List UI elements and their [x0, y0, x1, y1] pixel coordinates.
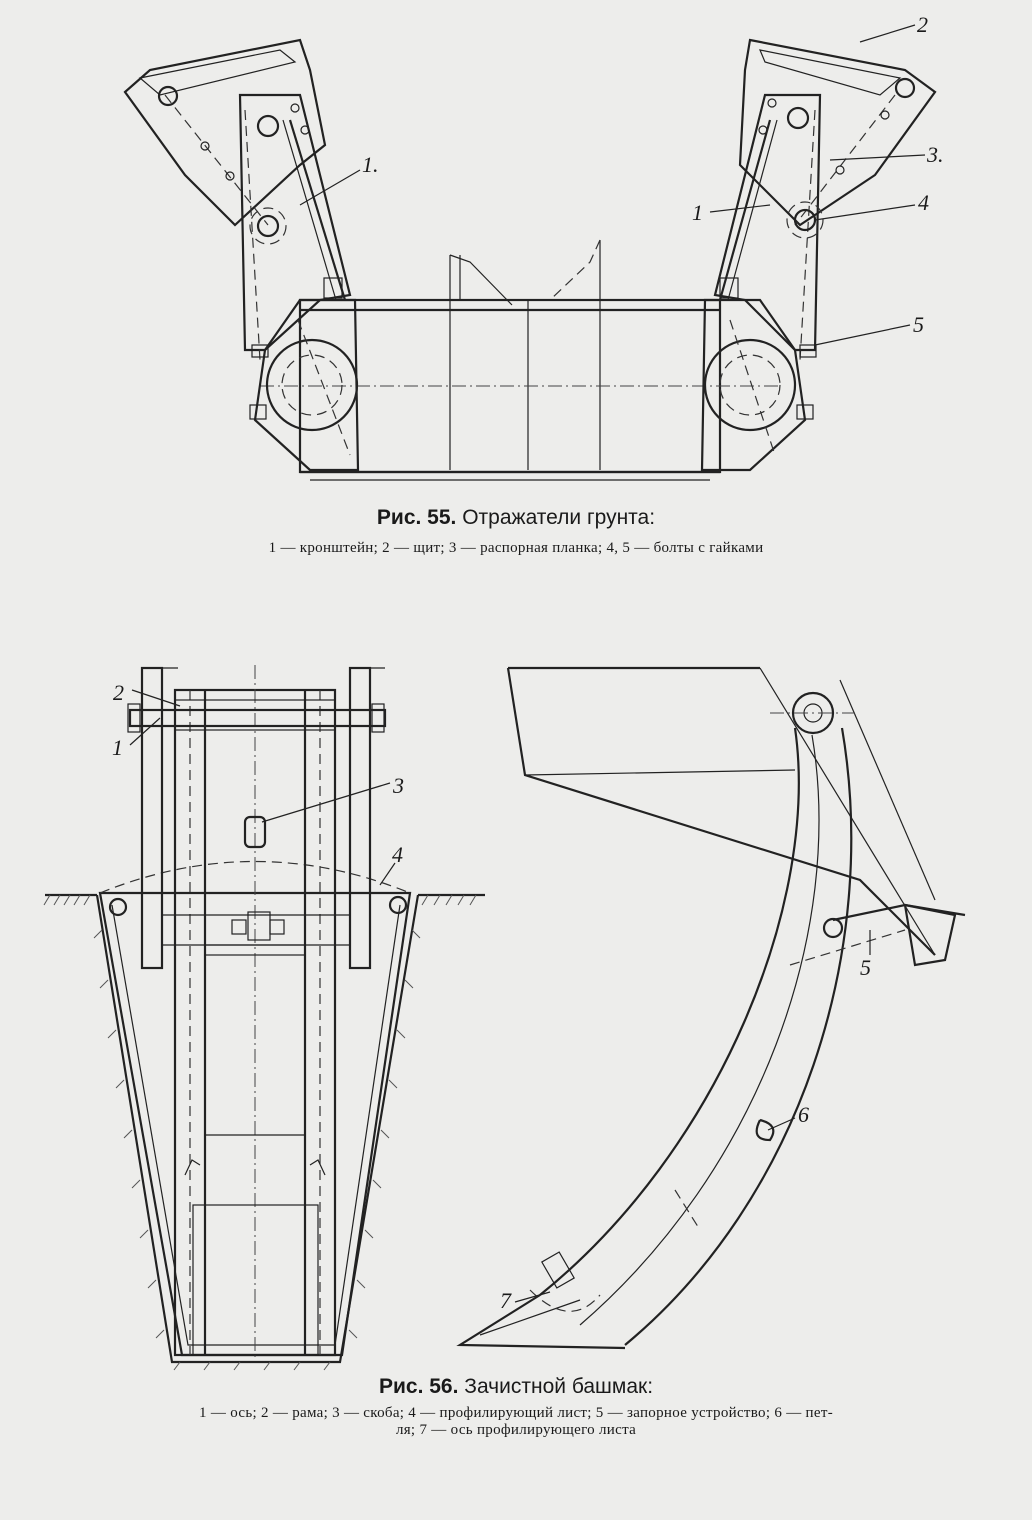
- figure-56-legend-line-2: ля; 7 — ось профилирующего листа: [395, 1422, 637, 1438]
- callout-56-2: 2: [113, 680, 124, 705]
- left-reflector: [123, 38, 360, 472]
- callout-56-6: 6: [798, 1102, 809, 1127]
- frame: [173, 665, 337, 1360]
- right-reflector: [700, 38, 937, 472]
- leader-56-1: [129, 717, 161, 746]
- leader-1a: [299, 169, 361, 206]
- uprights: [127, 666, 387, 970]
- leader-56-2: [131, 689, 181, 707]
- callout-1-right: 1: [692, 200, 703, 225]
- callout-56-1: 1: [112, 735, 123, 760]
- leader-3: [829, 154, 926, 161]
- callout-56-5: 5: [860, 955, 871, 980]
- figure-56-geometry: 2 1 3 4 5 6 7: [43, 665, 966, 1371]
- figure-55-title: Отражатели грунта:: [462, 506, 656, 529]
- callout-4: 4: [918, 190, 929, 215]
- soil-reflectors-drawing: 1. 2 3. 1 4 5: [123, 12, 944, 481]
- leader-56-7: [514, 1291, 551, 1303]
- callout-1-left: 1.: [362, 152, 379, 177]
- figure-55-drawing: 1. 2 3. 1 4 5: [0, 0, 1032, 500]
- leader-56-6: [767, 1117, 796, 1131]
- callout-56-3: 3: [392, 773, 404, 798]
- leader-5: [814, 324, 911, 346]
- figure-55-number: Рис. 55.: [376, 506, 457, 529]
- leader-2: [859, 24, 916, 43]
- callout-3: 3.: [926, 142, 944, 167]
- trench: [43, 893, 485, 1371]
- figure-56-legend-line-1: 1 — ось; 2 — рама; 3 — скоба; 4 — профил…: [199, 1405, 833, 1421]
- figure-56-number: Рис. 56.: [378, 1375, 459, 1398]
- figure-56-caption: Рис. 56. Зачистной башмак:: [0, 1375, 1032, 1399]
- center-frame: [260, 239, 780, 481]
- callout-5: 5: [913, 312, 924, 337]
- leader-56-3: [261, 782, 391, 823]
- leader-4: [814, 204, 916, 221]
- leader-56-4: [379, 862, 396, 886]
- figure-56-title: Зачистной башмак:: [464, 1375, 654, 1398]
- figure-55-caption: Рис. 55. Отражатели грунта:: [0, 506, 1032, 530]
- figure-55-legend: 1 — кронштейн; 2 — щит; 3 — распорная пл…: [268, 540, 764, 556]
- callout-56-4: 4: [392, 842, 403, 867]
- bracket: [231, 815, 285, 941]
- leader-1b: [709, 204, 771, 213]
- callout-56-7: 7: [500, 1288, 512, 1313]
- side-view: [456, 666, 966, 1350]
- callout-2: 2: [917, 12, 928, 37]
